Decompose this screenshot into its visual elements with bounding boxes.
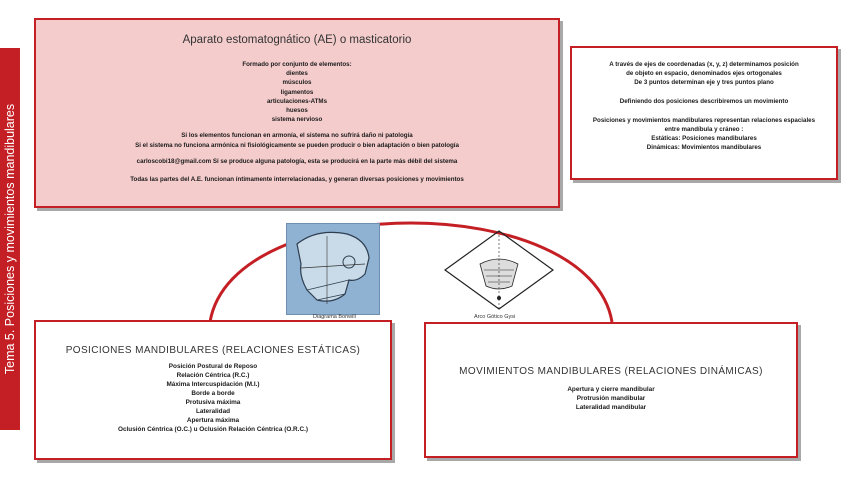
position-item: Lateralidad	[195, 408, 231, 415]
right-line: Estáticas: Posiciones mandibulares	[651, 135, 757, 142]
position-item: Borde a borde	[191, 390, 235, 397]
image-caption: Arco Gótico Gysi	[474, 314, 516, 320]
gothic-arch-image	[440, 226, 558, 316]
main-title: Aparato estomatognático (AE) o masticato…	[182, 34, 412, 46]
position-item: Relación Céntrica (R.C.)	[176, 372, 250, 379]
skull-icon	[296, 231, 370, 304]
right-line: Dinámicas: Movimientos mandibulares	[646, 144, 762, 151]
main-intro: Formado por conjunto de elementos:	[242, 61, 352, 68]
coordinates-box: A través de ejes de coordenadas (x, y, z…	[570, 46, 838, 180]
gothic-arch-icon	[443, 230, 555, 310]
main-line: carloscobi18@gmail.com Si se produce alg…	[136, 157, 458, 165]
main-line: Si los elementos funcionan en armonía, e…	[181, 132, 413, 140]
main-concept-box: Aparato estomatognático (AE) o masticato…	[34, 18, 560, 208]
element-item: sistema nervioso	[271, 116, 323, 124]
movement-item: Lateralidad mandibular	[575, 404, 647, 411]
right-line: Posiciones y movimientos mandibulares re…	[592, 117, 816, 124]
positions-title: POSICIONES MANDIBULARES (RELACIONES ESTÁ…	[65, 345, 361, 356]
main-line: Todas las partes del A.E. funcionan ínti…	[130, 176, 464, 184]
position-item: Oclusión Céntrica (O.C.) u Oclusión Rela…	[118, 426, 308, 433]
element-item: huesos	[286, 107, 308, 115]
movement-item: Apertura y cierre mandibular	[567, 386, 655, 393]
movements-box: MOVIMIENTOS MANDIBULARES (RELACIONES DIN…	[424, 322, 798, 458]
movements-title: MOVIMIENTOS MANDIBULARES (RELACIONES DIN…	[459, 366, 763, 377]
sidebar-topic: Tema 5. Posiciones y movimientos mandibu…	[0, 48, 20, 430]
element-item: dientes	[286, 70, 308, 78]
right-line: Definiendo dos posiciones describiremos …	[619, 98, 789, 105]
position-item: Posición Postural de Reposo	[168, 363, 258, 370]
right-line: de objeto en espacio, denominados ejes o…	[626, 70, 782, 77]
position-item: Protusiva máxima	[185, 399, 241, 406]
bonwill-diagram-image	[286, 223, 380, 315]
right-line: De 3 puntos determinan eje y tres puntos…	[634, 79, 774, 86]
element-item: músculos	[282, 79, 312, 87]
image-caption: Diagrama Bonwill	[313, 314, 356, 320]
position-item: Máxima Intercuspidación (M.I.)	[166, 381, 260, 388]
right-line: A través de ejes de coordenadas (x, y, z…	[609, 61, 799, 68]
main-line: Si el sistema no funciona armónica ni fi…	[135, 141, 459, 149]
positions-box: POSICIONES MANDIBULARES (RELACIONES ESTÁ…	[34, 320, 392, 460]
element-item: articulaciones-ATMs	[266, 97, 328, 105]
right-line: entre mandíbula y cráneo :	[664, 126, 744, 133]
position-item: Apertura máxima	[186, 417, 240, 424]
element-item: ligamentos	[280, 88, 314, 96]
movement-item: Protrusión mandibular	[576, 395, 646, 402]
sidebar-title: Tema 5. Posiciones y movimientos mandibu…	[3, 103, 17, 375]
